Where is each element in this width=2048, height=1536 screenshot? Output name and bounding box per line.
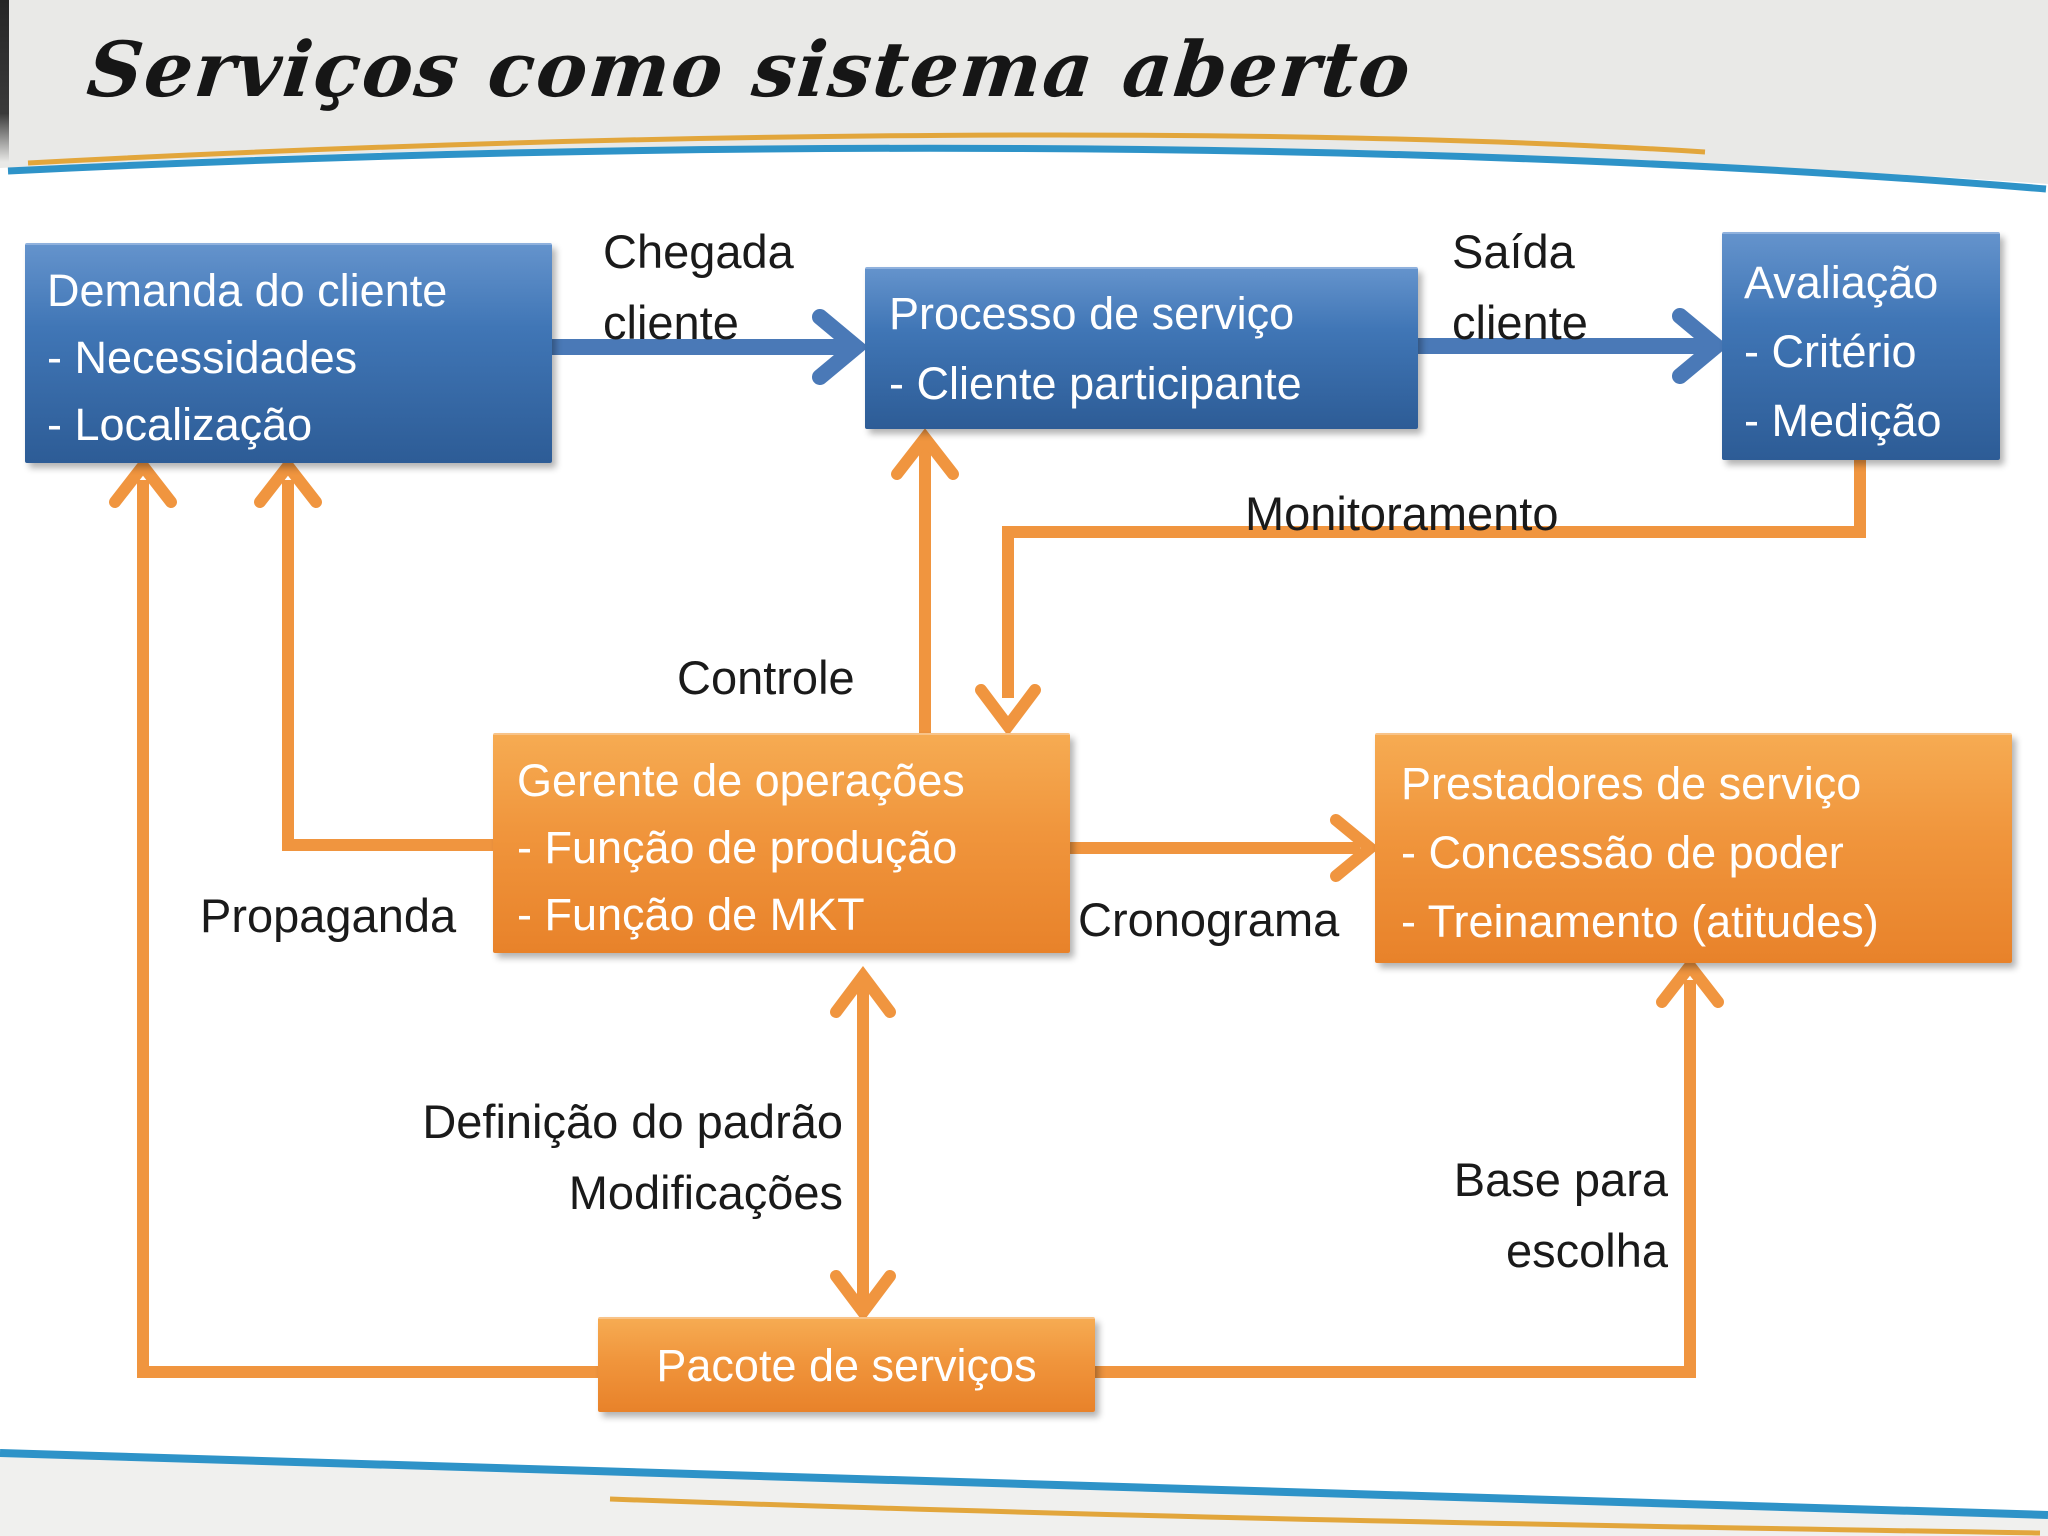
node-line: - Função de MKT [517, 889, 865, 940]
node-line: Pacote de serviços [656, 1340, 1037, 1391]
arrow-propaganda [254, 456, 495, 851]
slide-title: Serviços como sistema aberto [83, 25, 1417, 114]
label-cronograma: Cronograma [1078, 893, 1340, 946]
arrow-cronograma [1068, 814, 1380, 882]
label-definicao-modificacoes: Definição do padrão Modificações [422, 1095, 843, 1219]
node-line: Gerente de operações [517, 755, 965, 806]
node-line: Prestadores de serviço [1401, 758, 1862, 809]
node-line: - Critério [1744, 326, 1917, 377]
label-monitoramento: Monitoramento [1245, 487, 1559, 540]
node-line: - Necessidades [47, 332, 358, 383]
node-line: Processo de serviço [889, 288, 1295, 339]
node-line: Demanda do cliente [47, 265, 448, 316]
node-line: - Treinamento (atitudes) [1401, 896, 1879, 947]
node-line: - Concessão de poder [1401, 827, 1844, 878]
node-avaliacao: Avaliação - Critério - Medição [1722, 232, 2000, 460]
node-line: - Função de produção [517, 822, 958, 873]
node-line: - Medição [1744, 395, 1942, 446]
arrow-pacote-demanda [109, 456, 600, 1378]
label-propaganda: Propaganda [200, 889, 457, 942]
arrow-saida-cliente [1418, 308, 1729, 384]
arrow-chegada-cliente [552, 309, 869, 385]
footer-swoosh [0, 1449, 2048, 1536]
node-gerente-de-operacoes: Gerente de operações - Função de produçã… [493, 733, 1070, 953]
label-base-para-escolha: Base para escolha [1453, 1153, 1668, 1277]
slide-edge-bar [0, 0, 9, 162]
node-processo-de-servico: Processo de serviço - Cliente participan… [865, 267, 1418, 429]
header-swoosh [0, 0, 2048, 193]
label-controle: Controle [677, 651, 855, 704]
node-line: - Localização [47, 399, 313, 450]
node-prestadores-de-servico: Prestadores de serviço - Concessão de po… [1375, 733, 2012, 963]
node-line: - Cliente participante [889, 358, 1302, 409]
label-saida-cliente: Saída cliente [1452, 225, 1588, 349]
arrow-base-para-escolha [1093, 956, 1724, 1378]
arrow-definicao-modificacoes [830, 966, 896, 1322]
label-chegada-cliente: Chegada cliente [603, 225, 794, 349]
node-pacote-de-servicos: Pacote de serviços [598, 1317, 1095, 1412]
arrow-controle [891, 428, 959, 735]
arrow-monitoramento [975, 458, 1866, 736]
node-demanda-do-cliente: Demanda do cliente - Necessidades - Loca… [25, 243, 552, 463]
node-line: Avaliação [1744, 257, 1939, 308]
